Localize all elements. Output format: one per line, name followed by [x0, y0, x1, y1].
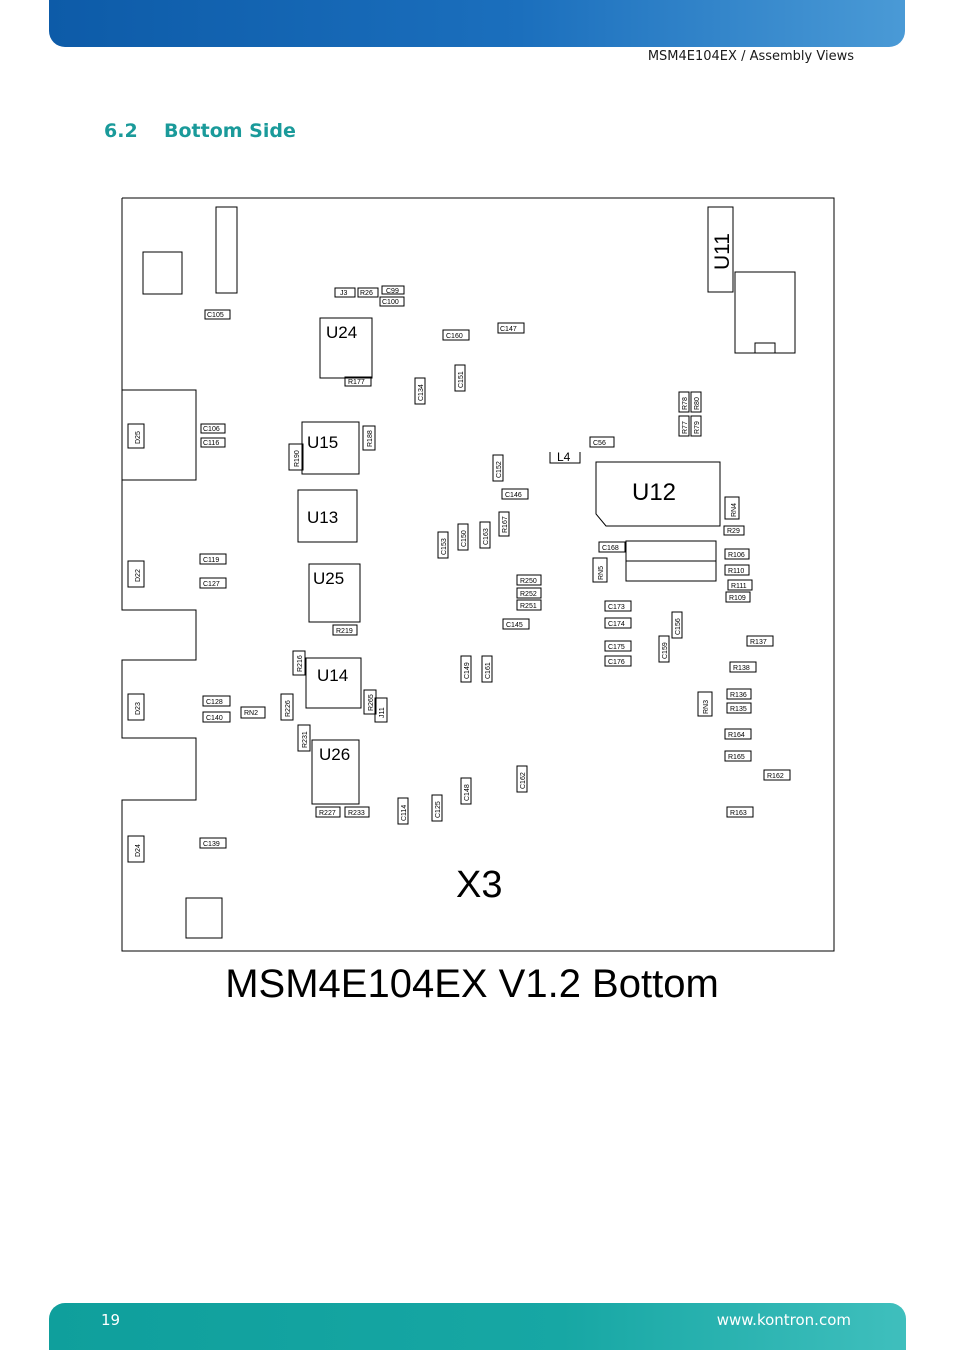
r78-label: R78	[682, 397, 689, 410]
c128-label: C128	[206, 699, 223, 706]
footer-url[interactable]: www.kontron.com	[716, 1311, 851, 1329]
r135-label: R135	[730, 706, 747, 713]
r190-label: R190	[294, 450, 301, 467]
r227-label: R227	[319, 810, 336, 817]
u24-label: U24	[326, 323, 357, 342]
r137-label: R137	[750, 639, 767, 646]
c119-label: C119	[203, 557, 219, 564]
j11-label: J11	[379, 707, 386, 718]
j3-label: J3	[340, 290, 348, 297]
c151-label: C151	[458, 371, 465, 388]
r136-label: R136	[730, 692, 747, 699]
d22-label: D22	[135, 569, 142, 582]
r165-label: R165	[728, 754, 745, 761]
c100-label: C100	[382, 299, 399, 306]
r251-label: R251	[520, 603, 537, 610]
r77-label: R77	[682, 421, 689, 434]
c114-label: C114	[401, 805, 408, 821]
c156-label: C156	[675, 618, 682, 635]
u11-label: U11	[711, 233, 734, 270]
r177-label: R177	[348, 379, 365, 386]
r226-label: R226	[285, 700, 292, 717]
x3-label: X3	[456, 864, 502, 906]
c153-label: C153	[441, 538, 448, 555]
r252-label: R252	[520, 591, 537, 598]
c149-label: C149	[464, 662, 471, 679]
r219-label: R219	[336, 628, 353, 635]
diagram-caption: MSM4E104EX V1.2 Bottom	[225, 962, 719, 1006]
board-outline	[121, 197, 835, 952]
c140-label: C140	[206, 715, 223, 722]
c105-label: C105	[207, 312, 224, 319]
c160-label: C160	[446, 333, 463, 340]
c127-label: C127	[203, 581, 220, 588]
d25-label: D25	[135, 431, 142, 444]
u12-label: U12	[632, 479, 676, 506]
r111-label: R111	[731, 583, 747, 590]
u13-label: U13	[307, 508, 338, 527]
c125-label: C125	[435, 801, 442, 818]
page-number: 19	[101, 1311, 121, 1329]
r162-label: R162	[767, 773, 784, 780]
r79-label: R79	[694, 421, 701, 434]
rn2-label: RN2	[244, 710, 258, 717]
u14-label: U14	[317, 666, 348, 685]
section-title: Bottom Side	[164, 120, 296, 142]
c161-label: C161	[485, 662, 492, 679]
c159-label: C159	[662, 642, 669, 659]
u15-label: U15	[307, 433, 338, 452]
d24-label: D24	[135, 844, 142, 857]
c106-label: C106	[203, 426, 220, 433]
c139-label: C139	[203, 841, 220, 848]
r26-label: R26	[360, 290, 373, 297]
r29-label: R29	[727, 528, 740, 535]
c176-label: C176	[608, 659, 625, 666]
r231-label: R231	[302, 731, 309, 748]
c134-label: C134	[418, 384, 425, 401]
r109-label: R109	[729, 595, 746, 602]
c146-label: C146	[505, 492, 522, 499]
c174-label: C174	[608, 621, 625, 628]
r164-label: R164	[728, 732, 745, 739]
c145-label: C145	[506, 622, 523, 629]
r167-label: R167	[502, 516, 509, 533]
board-diagram: U11 U24 U15 U13 U25 U14 U26 U12 L4 X3 C1…	[121, 197, 835, 952]
footer-bar: 19 www.kontron.com	[49, 1303, 906, 1350]
c147-label: C147	[500, 326, 517, 333]
l4-label: L4	[557, 450, 571, 464]
section-heading: 6.2 Bottom Side	[104, 120, 296, 142]
c152-label: C152	[496, 461, 503, 478]
rn4-label: RN4	[731, 503, 738, 517]
c148-label: C148	[464, 784, 471, 801]
r233-label: R233	[348, 810, 365, 817]
c116-label: C116	[203, 440, 219, 447]
r163-label: R163	[730, 810, 747, 817]
c150-label: C150	[461, 530, 468, 547]
c56-label: C56	[593, 440, 606, 447]
r265-label: R265	[368, 694, 375, 711]
u26-label: U26	[319, 745, 350, 764]
document-title: MSM4E104EX / Assembly Views	[647, 49, 854, 64]
r110-label: R110	[728, 568, 744, 575]
r216-label: R216	[297, 655, 304, 672]
c163-label: C163	[483, 528, 490, 545]
c168-label: C168	[602, 545, 619, 552]
r80-label: R80	[694, 397, 701, 410]
u25-label: U25	[313, 569, 344, 588]
section-number: 6.2	[104, 120, 138, 142]
header-bar	[49, 0, 905, 47]
c162-label: C162	[520, 772, 527, 789]
r106-label: R106	[728, 552, 745, 559]
r188-label: R188	[367, 430, 374, 447]
c175-label: C175	[608, 644, 625, 651]
rn5-label: RN5	[598, 566, 605, 580]
c99-label: C99	[386, 288, 399, 295]
c173-label: C173	[608, 604, 625, 611]
r250-label: R250	[520, 578, 537, 585]
rn3-label: RN3	[703, 700, 710, 714]
r138-label: R138	[733, 665, 750, 672]
d23-label: D23	[135, 702, 142, 715]
